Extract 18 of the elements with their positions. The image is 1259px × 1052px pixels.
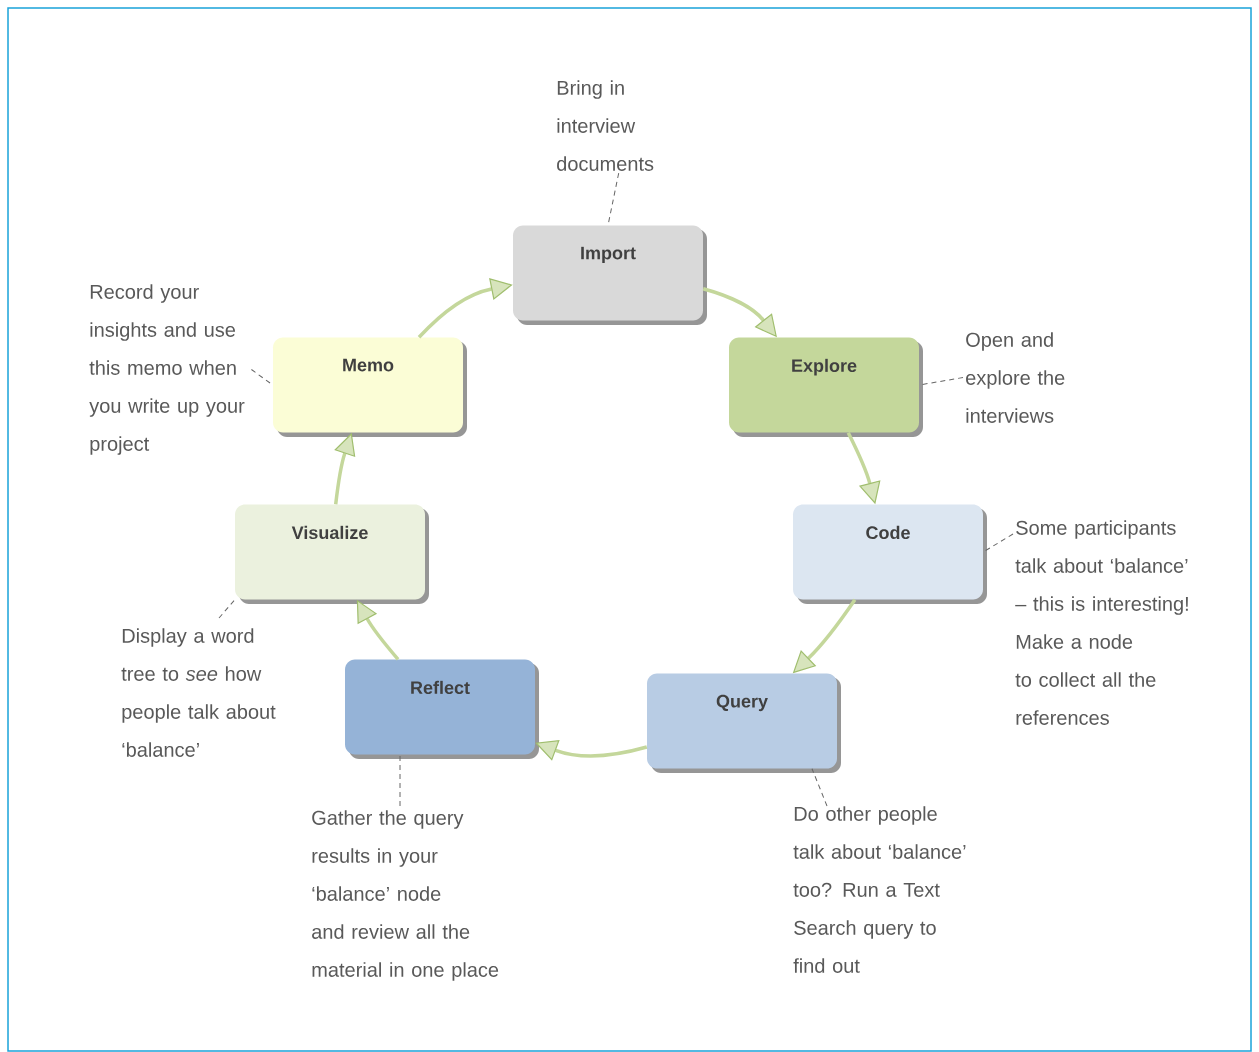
annotation-text: Record your insights and use this memo when you write up your project [89,284,245,455]
process-box: Explore [729,337,923,437]
leader-line [811,768,828,807]
process-box: Reflect [345,659,539,759]
annotation-text: Some participants talk about ‘balance’ – this is interesting! Make a node to collect all the references [1015,520,1188,725]
annotation-text: Bring in interview documents [557,80,654,171]
annotation-text: Open and explore the interviews [966,332,1065,423]
process-box: Query [647,673,841,773]
leader-line [399,754,401,807]
annotation-text: Display a word tree to see how people talk about ‘balance’ [121,628,276,757]
annotation-text: Do other people talk about ‘balance’ too? Run a Text Search query to find out [793,806,966,973]
annotation-text: Gather the query results in your ‘balance’ node and review all the material in one place [312,810,499,981]
process-box: Visualize [235,504,429,604]
leader-line [218,599,236,619]
process-box: Import [513,225,707,325]
process-box: Code [793,504,987,604]
process-box: Memo [273,337,467,437]
arrow [417,278,513,339]
